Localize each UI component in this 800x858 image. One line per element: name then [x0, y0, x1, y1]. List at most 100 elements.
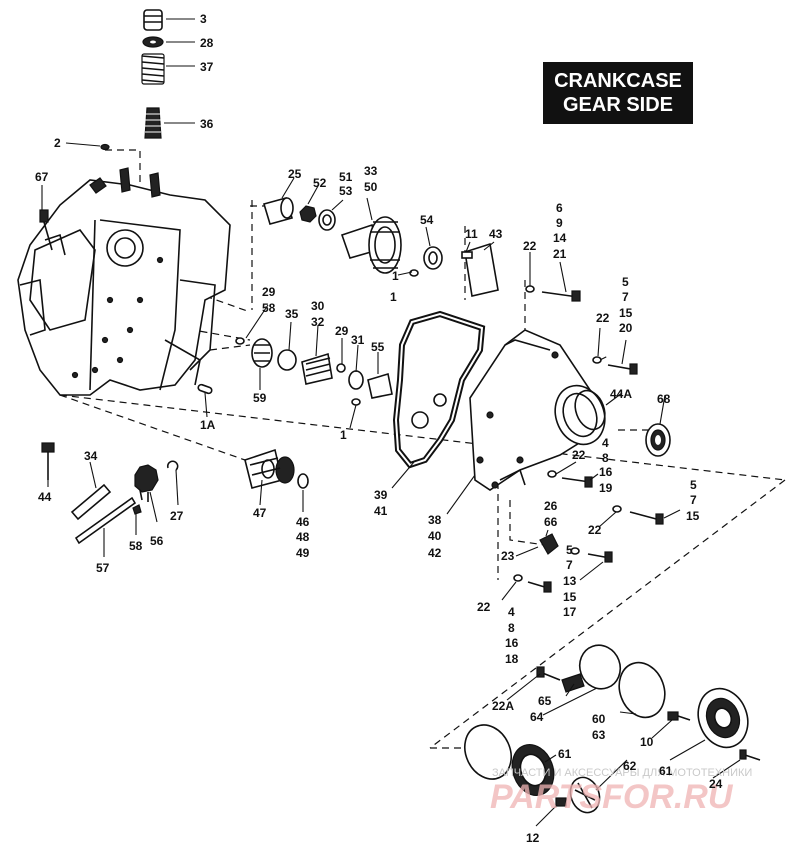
part-label: 43 [489, 227, 503, 241]
part-label: 2 [54, 136, 61, 150]
part-label: 27 [170, 509, 184, 523]
crankcase-body [17, 167, 231, 396]
part-label: 46 [296, 515, 310, 529]
part-label: 60 [592, 712, 606, 726]
diagram-title-box: CRANKCASE GEAR SIDE [543, 62, 693, 124]
part-label: 10 [640, 735, 654, 749]
part-label: 4 [508, 605, 515, 619]
leader-lines [41, 142, 741, 827]
part-label: 29 [262, 285, 276, 299]
part-label: 11 [465, 227, 478, 241]
part-label: 37 [200, 60, 214, 74]
part-label: 59 [253, 391, 267, 405]
part-label: 4 [602, 436, 609, 450]
part-label: 61 [558, 747, 572, 761]
small-hardware [39, 143, 245, 395]
part-label: 5 [690, 478, 697, 492]
part-label: 5 [622, 275, 629, 289]
part-label: 48 [296, 530, 310, 544]
timing-cover-parts [464, 644, 761, 814]
part-label: 20 [619, 321, 633, 335]
part-label: 25 [288, 167, 302, 181]
part-label: 7 [622, 290, 629, 304]
part-label: 65 [538, 694, 552, 708]
part-label: 17 [563, 605, 577, 619]
part-label: 55 [371, 340, 385, 354]
part-label: 18 [505, 652, 519, 666]
part-label: 19 [599, 481, 613, 495]
part-label: 23 [501, 549, 515, 563]
part-label: 15 [686, 509, 700, 523]
part-label: 53 [339, 184, 353, 198]
part-label: 22 [588, 523, 602, 537]
part-label: 64 [530, 710, 544, 724]
part-label: 44 [38, 490, 52, 504]
part-label: 1A [200, 418, 216, 432]
part-label: 58 [262, 301, 276, 315]
part-label: 12 [526, 831, 540, 845]
part-label: 22 [596, 311, 610, 325]
part-label: 30 [311, 299, 325, 313]
part-label: 49 [296, 546, 310, 560]
part-label: 7 [690, 493, 697, 507]
part-label: 14 [553, 231, 567, 245]
part-label: 35 [285, 307, 299, 321]
gear-cover [469, 329, 606, 491]
part-label: 1 [392, 269, 399, 283]
cover-gasket [392, 310, 486, 469]
watermark-caption: ЗАПЧАСТИ И АКСЕССУАРЫ ДЛЯ МОТОТЕХНИКИ [492, 767, 752, 779]
oil-seal [645, 423, 671, 457]
part-label: 38 [428, 513, 442, 527]
part-label: 32 [311, 315, 325, 329]
part-label: 5 [566, 543, 573, 557]
part-label: 50 [364, 180, 378, 194]
part-label: 15 [619, 306, 633, 320]
part-label: 52 [313, 176, 327, 190]
part-label: 15 [563, 590, 577, 604]
part-label: 8 [508, 621, 515, 635]
part-label: 51 [339, 170, 353, 184]
part-label: 62 [623, 759, 637, 773]
part-label: 16 [599, 465, 613, 479]
part-label: 67 [35, 170, 49, 184]
pump-gear [244, 448, 309, 489]
part-label: 39 [374, 488, 388, 502]
part-label: 31 [351, 333, 365, 347]
cover-screws [513, 285, 664, 593]
part-label: 28 [200, 36, 214, 50]
title-line-2: GEAR SIDE [562, 94, 674, 116]
part-label: 56 [150, 534, 164, 548]
part-label: 36 [200, 117, 214, 131]
part-label: 40 [428, 529, 442, 543]
part-label: 42 [428, 546, 442, 560]
part-label: 22 [572, 448, 586, 462]
part-label: 66 [544, 515, 558, 529]
part-label: 29 [335, 324, 349, 338]
part-label: 6 [556, 201, 563, 215]
part-labels: 3 28 37 36 2 67 25 52 51 53 33 50 54 11 … [35, 12, 723, 845]
part-label: 34 [84, 449, 98, 463]
part-label: 47 [253, 506, 267, 520]
part-label: 13 [563, 574, 577, 588]
part-label: 33 [364, 164, 378, 178]
part-label: 68 [657, 392, 671, 406]
watermark: ЗАПЧАСТИ И АКСЕССУАРЫ ДЛЯ МОТОТЕХНИКИ PA… [490, 767, 752, 816]
part-label: 63 [592, 728, 606, 742]
watermark-logo: PARTSFOR.RU [490, 778, 734, 816]
part-label: 44A [610, 387, 632, 401]
gear-stack [251, 338, 393, 406]
part-label: 22 [523, 239, 537, 253]
part-label: 1 [340, 428, 347, 442]
part-label: 58 [129, 539, 143, 553]
part-label: 22 [477, 600, 491, 614]
part-label: 54 [420, 213, 434, 227]
part-label: 1 [390, 290, 397, 304]
part-label: 57 [96, 561, 110, 575]
lower-left-parts [41, 442, 179, 545]
part-label: 61 [659, 764, 673, 778]
title-line-1: CRANKCASE [554, 70, 682, 92]
part-label: 8 [602, 451, 609, 465]
part-label: 16 [505, 636, 519, 650]
part-label: 26 [544, 499, 558, 513]
